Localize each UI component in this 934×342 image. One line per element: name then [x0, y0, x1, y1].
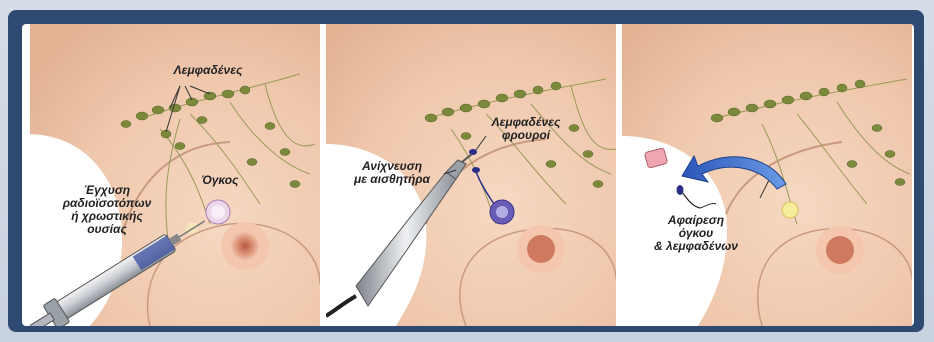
diagram-frame: Λεμφαδένες Όγκος Έγχυση ραδιοϊσοτόπων ή … [8, 10, 924, 332]
panel-removal: Αφαίρεση όγκου & λεμφαδένων [622, 24, 912, 326]
label-sentinel-nodes: Λεμφαδένες φρουροί [476, 116, 576, 142]
panel-injection: Λεμφαδένες Όγκος Έγχυση ραδιοϊσοτόπων ή … [30, 24, 320, 326]
panel-removal-illustration [622, 24, 912, 326]
label-injection: Έγχυση ραδιοϊσοτόπων ή χρωστικής ουσίας [52, 184, 162, 236]
diagram-canvas: Λεμφαδένες Όγκος Έγχυση ραδιοϊσοτόπων ή … [22, 24, 914, 326]
label-tumor: Όγκος [190, 174, 250, 187]
label-detection: Ανίχνευση με αισθητήρα [342, 160, 442, 186]
panel-detection: Ανίχνευση με αισθητήρα Λεμφαδένες φρουρο… [326, 24, 616, 326]
label-lymph-nodes: Λεμφαδένες [148, 64, 268, 77]
label-removal: Αφαίρεση όγκου & λεμφαδένων [636, 214, 756, 253]
